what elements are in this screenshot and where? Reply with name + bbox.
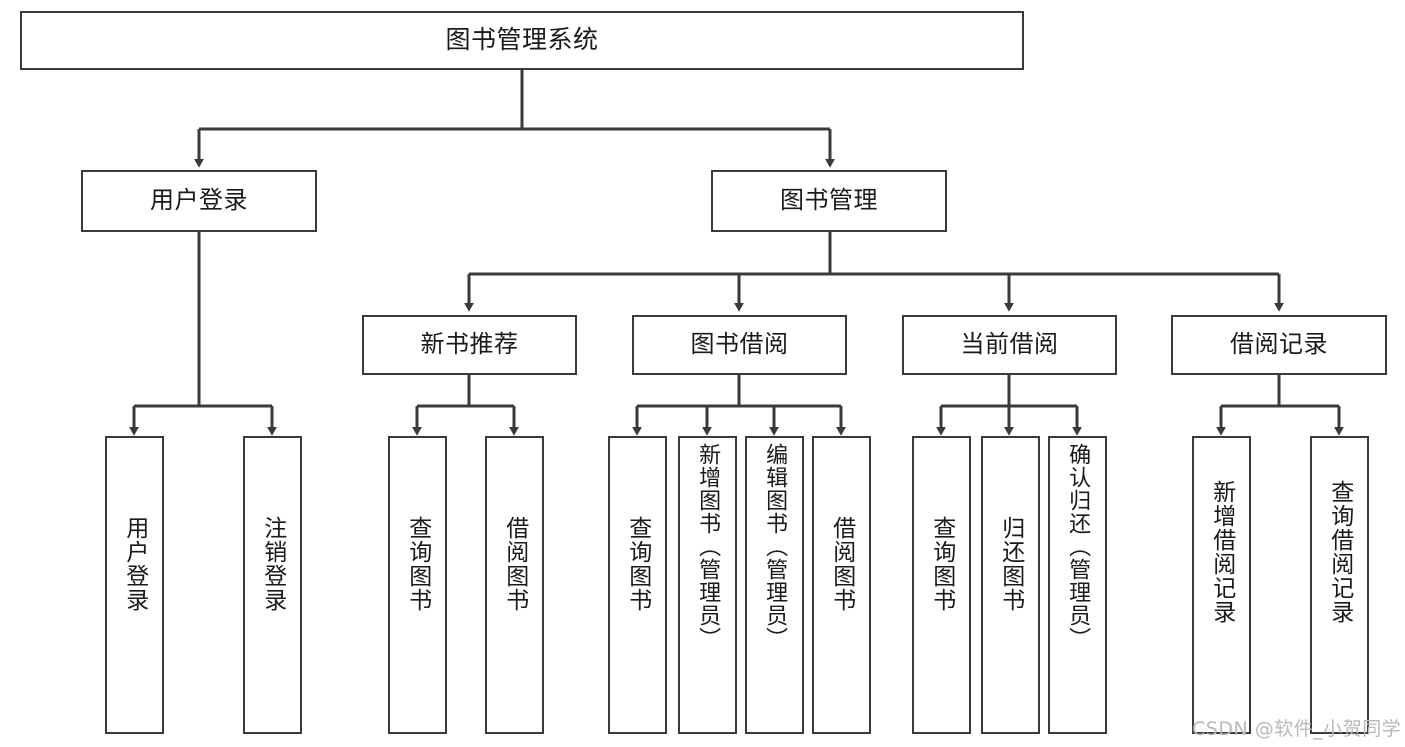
node-leaf-query-book-2[interactable]: 查询图书 bbox=[608, 436, 667, 734]
node-new-book-recommend[interactable]: 新书推荐 bbox=[362, 315, 577, 375]
node-leaf-query-book-3[interactable]: 查询图书 bbox=[912, 436, 971, 734]
node-label: 借阅记录 bbox=[1230, 330, 1328, 359]
node-label: 借阅图书 bbox=[828, 516, 855, 612]
node-label: 借阅图书 bbox=[501, 516, 528, 612]
node-book-management[interactable]: 图书管理 bbox=[711, 170, 947, 232]
node-leaf-confirm-return[interactable]: 确认归还（管理员） bbox=[1048, 436, 1107, 734]
node-book-borrow[interactable]: 图书借阅 bbox=[632, 315, 847, 375]
node-leaf-user-login[interactable]: 用户登录 bbox=[105, 436, 164, 734]
node-leaf-borrow-book-1[interactable]: 借阅图书 bbox=[485, 436, 544, 734]
node-label: 用户登录 bbox=[121, 516, 148, 612]
node-leaf-add-book[interactable]: 新增图书（管理员） bbox=[678, 436, 737, 734]
node-label: 用户登录 bbox=[150, 186, 248, 215]
node-leaf-edit-book[interactable]: 编辑图书（管理员） bbox=[745, 436, 804, 734]
node-label: 归还图书 bbox=[997, 516, 1024, 612]
node-leaf-query-record[interactable]: 查询借阅记录 bbox=[1310, 436, 1369, 734]
node-label: 新书推荐 bbox=[420, 330, 519, 359]
node-label: 确认归还（管理员） bbox=[1065, 443, 1091, 650]
node-label: 图书管理 bbox=[780, 186, 878, 215]
node-leaf-return-book[interactable]: 归还图书 bbox=[981, 436, 1040, 734]
node-label: 图书借阅 bbox=[690, 330, 789, 359]
node-label: 查询图书 bbox=[624, 516, 651, 612]
node-label: 查询图书 bbox=[404, 516, 431, 612]
node-current-borrow[interactable]: 当前借阅 bbox=[902, 315, 1117, 375]
node-leaf-add-record[interactable]: 新增借阅记录 bbox=[1192, 436, 1251, 734]
node-label: 编辑图书（管理员） bbox=[762, 443, 788, 650]
node-leaf-logout-login[interactable]: 注销登录 bbox=[243, 436, 302, 734]
node-label: 图书管理系统 bbox=[445, 25, 599, 55]
node-borrow-record[interactable]: 借阅记录 bbox=[1171, 315, 1387, 375]
node-label: 查询图书 bbox=[928, 516, 955, 612]
node-user-login[interactable]: 用户登录 bbox=[81, 170, 317, 232]
node-root-system[interactable]: 图书管理系统 bbox=[20, 11, 1024, 70]
node-label: 当前借阅 bbox=[960, 330, 1059, 359]
node-label: 查询借阅记录 bbox=[1326, 480, 1353, 624]
node-leaf-borrow-book-2[interactable]: 借阅图书 bbox=[812, 436, 871, 734]
node-label: 新增借阅记录 bbox=[1208, 480, 1235, 624]
node-label: 注销登录 bbox=[259, 516, 286, 612]
node-leaf-query-book-1[interactable]: 查询图书 bbox=[388, 436, 447, 734]
watermark-text: CSDN @软件_小贺同学 bbox=[1192, 718, 1402, 740]
node-label: 新增图书（管理员） bbox=[695, 443, 721, 650]
